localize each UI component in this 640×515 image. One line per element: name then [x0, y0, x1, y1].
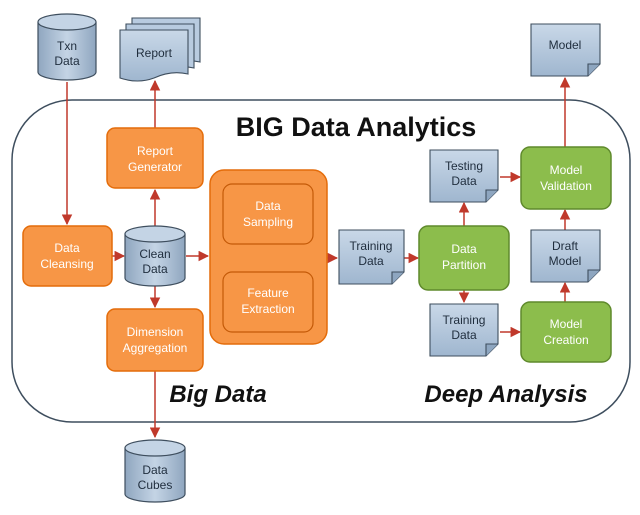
- feature-extraction-label-1: Feature: [247, 286, 289, 300]
- model-validation-label-1: Model: [550, 163, 583, 177]
- data-cleansing-label-1: Data: [54, 241, 80, 255]
- draft-model-doc: Draft Model: [530, 229, 601, 283]
- model-label: Model: [549, 38, 582, 52]
- model-creation-box: Model Creation: [520, 301, 612, 363]
- data-cubes-cylinder: Data Cubes: [124, 439, 186, 503]
- data-cleansing-label-2: Cleansing: [40, 257, 93, 271]
- section-deep-analysis: Deep Analysis: [424, 381, 587, 408]
- data-cubes-label-2: Cubes: [138, 478, 173, 492]
- txn-data-cylinder: Txn Data: [37, 13, 97, 81]
- data-partition-label-2: Partition: [442, 258, 486, 272]
- data-cubes-label-1: Data: [142, 463, 168, 477]
- model-creation-label-1: Model: [550, 317, 583, 331]
- testing-data-label-2: Data: [451, 174, 477, 188]
- dimension-aggregation-label-2: Aggregation: [123, 341, 188, 355]
- training-data-doc-2: Training Data: [429, 303, 499, 357]
- training-data-2-label-1: Training: [443, 313, 486, 327]
- testing-data-label-1: Testing: [445, 159, 483, 173]
- data-sampling-label-1: Data: [255, 199, 281, 213]
- report-document: Report: [119, 17, 201, 82]
- data-cleansing-box: Data Cleansing: [22, 225, 113, 287]
- processing-container: Data Sampling Feature Extraction: [209, 169, 328, 345]
- report-generator-box: Report Generator: [106, 127, 204, 189]
- txn-data-label-2: Data: [54, 54, 80, 68]
- training-data-1-label-1: Training: [350, 239, 393, 253]
- section-big-data: Big Data: [169, 381, 266, 408]
- dimension-aggregation-box: Dimension Aggregation: [106, 308, 204, 372]
- feature-extraction-label-2: Extraction: [241, 302, 294, 316]
- model-doc: Model: [530, 23, 601, 77]
- clean-data-label-1: Clean: [139, 247, 170, 261]
- report-label: Report: [136, 46, 173, 60]
- page-title: BIG Data Analytics: [236, 112, 477, 142]
- data-sampling-box: [222, 183, 314, 245]
- training-data-doc-1: Training Data: [338, 229, 405, 285]
- model-validation-box: Model Validation: [520, 146, 612, 210]
- txn-data-label-1: Txn: [57, 39, 77, 53]
- draft-model-label-2: Model: [549, 254, 582, 268]
- model-validation-label-2: Validation: [540, 179, 592, 193]
- data-sampling-label-2: Sampling: [243, 215, 293, 229]
- clean-data-cylinder: Clean Data: [124, 225, 186, 287]
- report-generator-label-1: Report: [137, 144, 174, 158]
- draft-model-label-1: Draft: [552, 239, 579, 253]
- report-generator-label-2: Generator: [128, 160, 182, 174]
- feature-extraction-box: [222, 271, 314, 333]
- data-partition-box: Data Partition: [418, 225, 510, 291]
- training-data-2-label-2: Data: [451, 328, 477, 342]
- testing-data-doc: Testing Data: [429, 149, 499, 203]
- training-data-1-label-2: Data: [358, 254, 384, 268]
- dimension-aggregation-label-1: Dimension: [127, 325, 184, 339]
- data-partition-label-1: Data: [451, 242, 477, 256]
- model-creation-label-2: Creation: [543, 333, 588, 347]
- clean-data-label-2: Data: [142, 262, 168, 276]
